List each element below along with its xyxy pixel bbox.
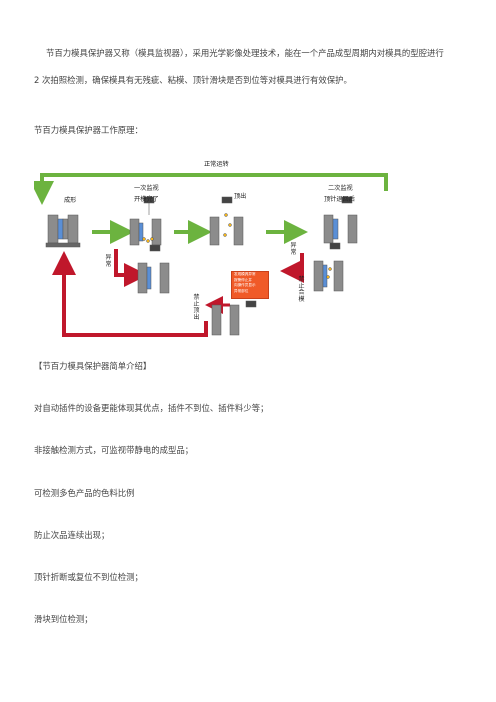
mold-eject-icon [209, 196, 244, 246]
feature-item: 对自动插件的设备更能体现其优点，插件不到位、插件料少等； [34, 403, 269, 413]
mold-reconfirm-icon [211, 300, 257, 336]
working-principle-diagram: 正常运转 成形 一次监视 开模完了 顶出 二次监视 顶针退回后 再确认 异常 异… [34, 153, 462, 348]
diagram-caption: 节百力模具保护器工作原理： [34, 125, 143, 135]
alert-line-1: 发现模具异常 [234, 272, 256, 276]
label-stop-eject: 禁止顶出 [193, 294, 200, 321]
intro-line-1: 节百力模具保护器又称（模具监视器），采用光学影像处理技术，能在一个产品成型周期内… [46, 48, 444, 58]
mold-forming-icon [45, 214, 81, 248]
mold-abnormal-right-icon [313, 242, 344, 292]
label-normal-run: 正常运转 [204, 161, 229, 168]
feature-item: 顶针折断或复位不到位检测； [34, 572, 143, 582]
normal-loop-arrow [34, 173, 388, 205]
feature-item: 可检测多色产品的色料比例 [34, 488, 135, 498]
label-second-check-1: 二次监视 [328, 185, 353, 192]
section-title: 【节百力模具保护器简单介绍】 [34, 361, 152, 371]
feature-item: 防止次品连续出现； [34, 530, 110, 540]
label-forming: 成形 [64, 197, 77, 204]
feature-item: 滑块到位检测； [34, 614, 93, 624]
feature-item: 非接触检测方式，可监视带静电的成型品； [34, 445, 194, 455]
label-stop-close: 禁止合模 [298, 276, 305, 303]
abnormal-left-arrow [114, 249, 148, 287]
mold-first-check-icon [129, 196, 162, 246]
abnormal-right-arrow [280, 253, 304, 283]
label-first-check-2: 开模完了 [134, 196, 159, 203]
mold-second-check-icon [323, 196, 358, 244]
mold-abnormal-left-icon [137, 244, 170, 294]
alert-line-2: 报警停止并 [234, 277, 252, 282]
alert-line-3: 向操作员显示 [234, 283, 256, 287]
return-loop-arrow [52, 251, 208, 337]
label-first-check-1: 一次监视 [134, 185, 159, 192]
abnormal-alert-box: 发现模具异常 报警停止并 向操作员显示 异常部位 [231, 271, 269, 299]
label-eject: 顶出 [234, 193, 247, 200]
label-abnormal-left: 异常 [105, 254, 112, 268]
flow-arrows [34, 173, 388, 337]
intro-line-2: 2 次拍照检测，确保模具有无残疵、粘模、顶针滑块是否到位等对模具进行有效保护。 [34, 75, 352, 85]
label-abnormal-right: 异常 [290, 242, 297, 256]
label-second-check-2: 顶针退回后 [324, 196, 355, 203]
alert-line-4: 异常部位 [234, 288, 249, 293]
